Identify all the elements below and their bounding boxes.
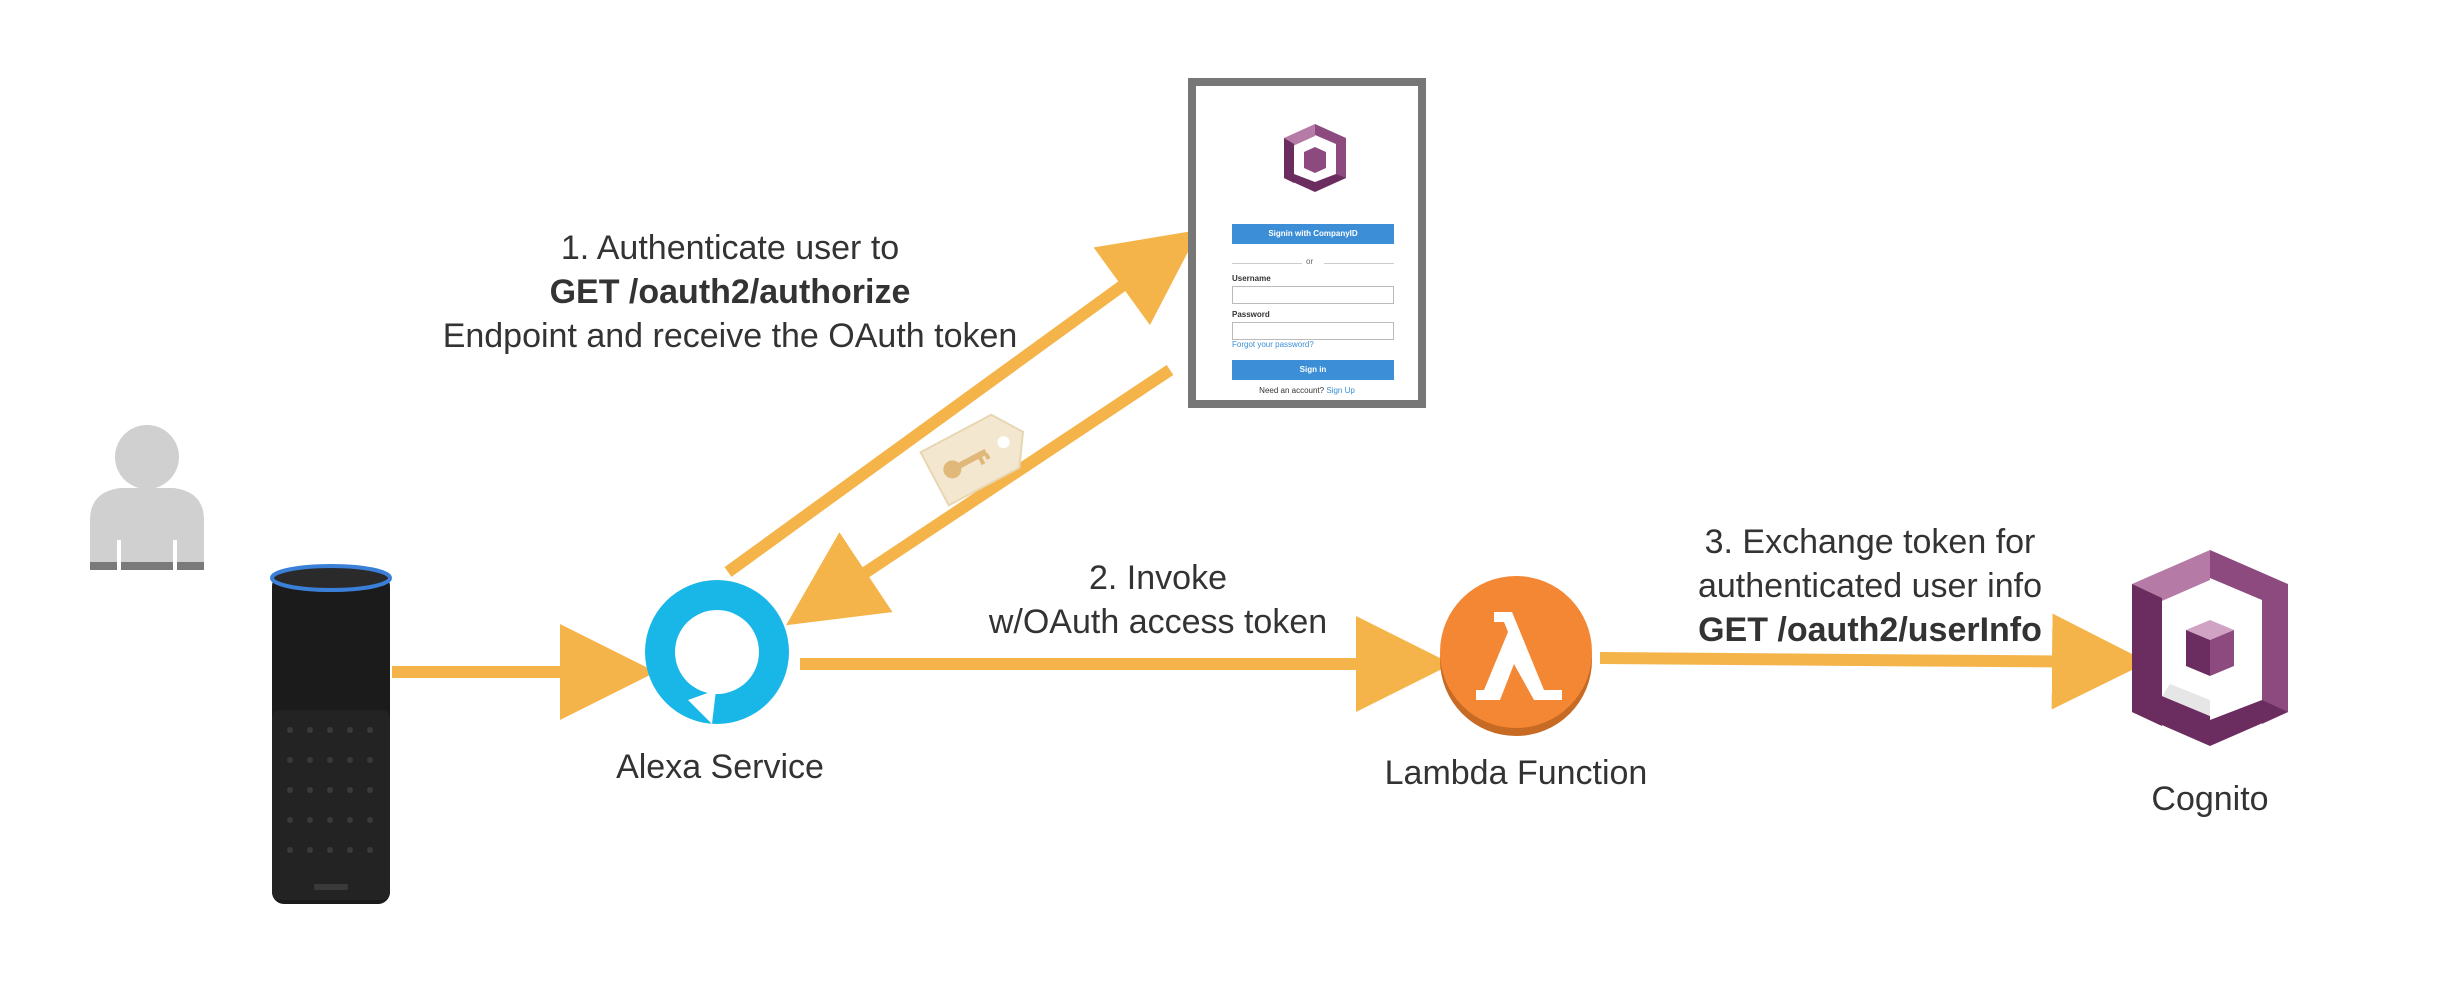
step1-endpoint: GET /oauth2/authorize: [549, 273, 911, 311]
aws-lambda-icon: [1440, 576, 1592, 736]
step3-line1: 3. Exchange token for: [1704, 523, 2036, 561]
arrow-lambda-to-cognito: [1599, 613, 2148, 710]
lambda-function-label: Lambda Function: [1384, 754, 1648, 792]
step3-annotation: 3. Exchange token for authenticated user…: [1660, 520, 2080, 652]
alexa-ring-icon: [645, 580, 789, 724]
signin-button[interactable]: Sign in: [1232, 360, 1394, 380]
step1-line1: 1. Authenticate user to: [560, 229, 900, 267]
or-divider: or: [1232, 257, 1394, 268]
step1-line3: Endpoint and receive the OAuth token: [442, 317, 1018, 355]
cognito-logo-icon: [1284, 124, 1346, 192]
step3-endpoint: GET /oauth2/userInfo: [1698, 611, 2042, 649]
step1-annotation: 1. Authenticate user to GET /oauth2/auth…: [420, 226, 1040, 358]
step2-line2: w/OAuth access token: [988, 603, 1328, 641]
signup-link[interactable]: Sign Up: [1326, 386, 1355, 395]
step2-annotation: 2. Invoke w/OAuth access token: [928, 556, 1388, 644]
step3-line2: authenticated user info: [1697, 567, 2043, 605]
user-silhouette-icon: [90, 425, 204, 570]
alexa-service-label: Alexa Service: [616, 748, 824, 786]
forgot-password-link[interactable]: Forgot your password?: [1232, 340, 1314, 349]
arrow-alexa-to-login: [724, 229, 1200, 577]
step2-line1: 2. Invoke: [1089, 559, 1227, 597]
login-page-thumbnail: Signin with CompanyID or Username Passwo…: [1188, 78, 1426, 408]
arrow-login-to-alexa: [786, 365, 1174, 626]
aws-cognito-icon: [2132, 550, 2288, 746]
username-field[interactable]: [1232, 286, 1394, 304]
key-tag-icon: [919, 413, 1025, 507]
password-field[interactable]: [1232, 322, 1394, 340]
need-account-text: Need an account?: [1259, 386, 1325, 395]
cognito-label: Cognito: [2151, 780, 2269, 818]
amazon-echo-device-icon: [270, 564, 392, 904]
password-label: Password: [1232, 310, 1270, 319]
signin-company-button[interactable]: Signin with CompanyID: [1232, 224, 1394, 244]
signup-prompt: Need an account? Sign Up: [1196, 386, 1418, 395]
or-label: or: [1306, 257, 1314, 266]
username-label: Username: [1232, 274, 1271, 283]
